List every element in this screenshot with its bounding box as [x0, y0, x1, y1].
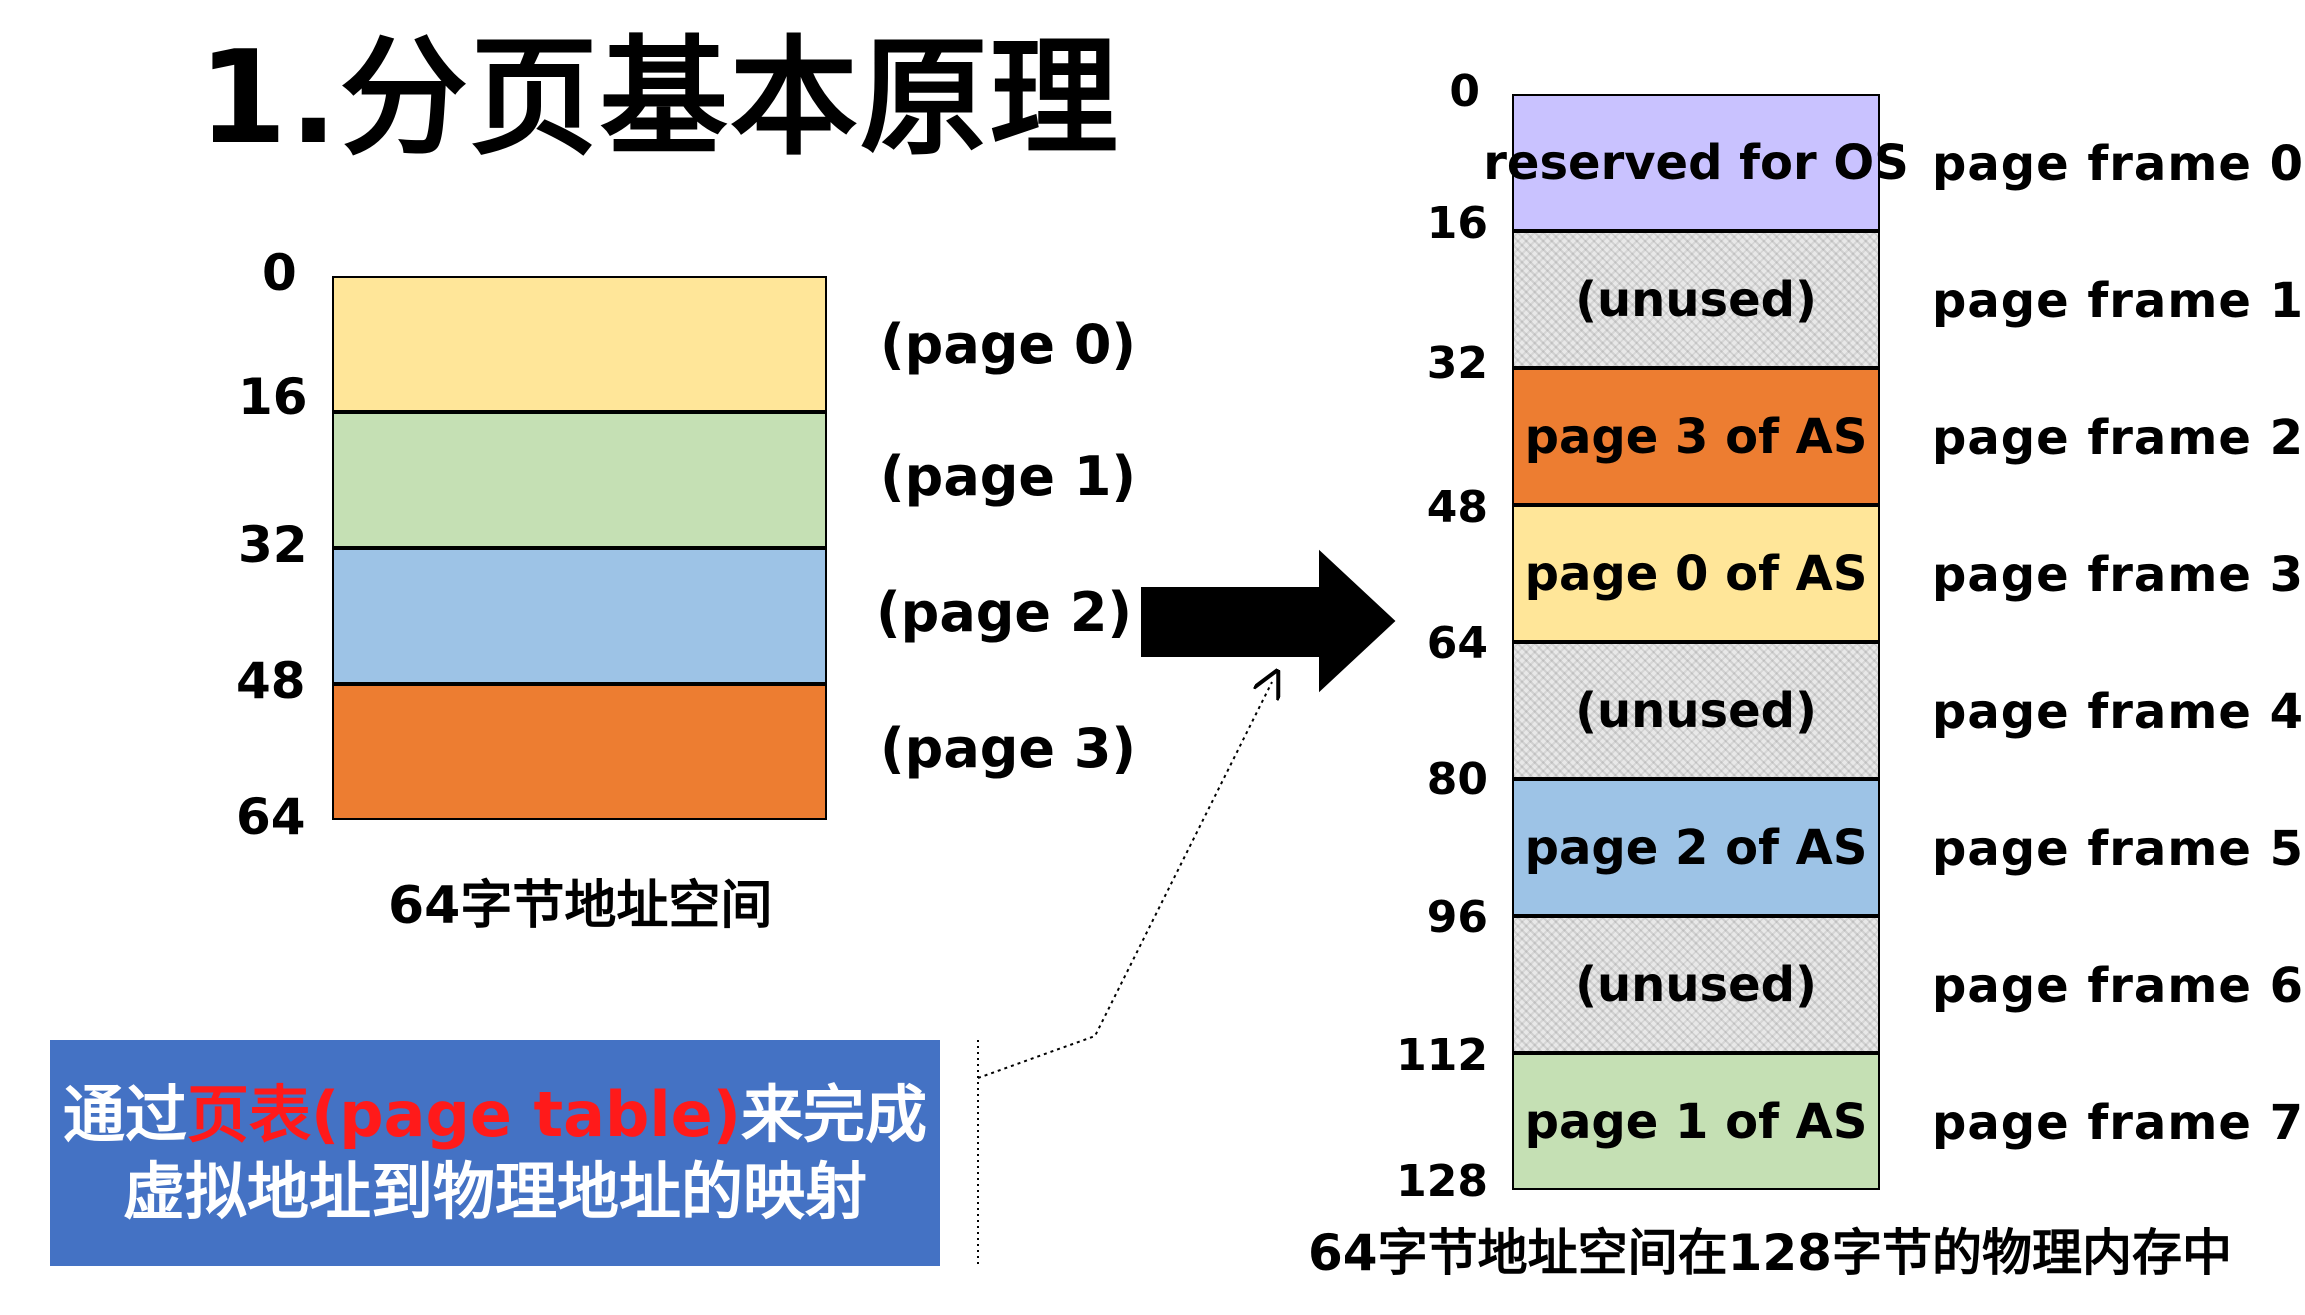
virtual-space-caption: 64字节地址空间 [388, 876, 773, 936]
frame-label-2: page frame 2 [1932, 410, 2304, 466]
physical-frame-6-content: (unused) [1575, 956, 1817, 1013]
physical-frame-1-content: (unused) [1575, 271, 1817, 328]
frame-label-1: page frame 1 [1932, 273, 2304, 329]
physical-frame-0-block: reserved for OS [1483, 94, 1909, 231]
physical-frame-2-content: page 3 of AS [1524, 408, 1868, 465]
virtual-page-3-label: (page 3) [880, 717, 1137, 780]
physical-tick-16: 16 [1426, 198, 1488, 249]
note-line-2: 虚拟地址到物理地址的映射 [122, 1155, 867, 1228]
frame-label-7: page frame 7 [1932, 1095, 2304, 1151]
frame-label-3: page frame 3 [1932, 547, 2304, 603]
physical-tick-128: 128 [1396, 1156, 1488, 1207]
virtual-tick-32: 32 [238, 516, 308, 574]
physical-frame-0-content: reserved for OS [1483, 134, 1909, 191]
virtual-page-2-label: (page 2) [876, 581, 1133, 644]
virtual-page-0-label: (page 0) [880, 313, 1137, 376]
virtual-page-0-block [332, 276, 827, 412]
physical-frame-5-block: page 2 of AS [1512, 779, 1880, 916]
frame-label-4: page frame 4 [1932, 684, 2304, 740]
physical-frame-7-content: page 1 of AS [1524, 1093, 1868, 1150]
physical-frame-1-block: (unused) [1512, 231, 1880, 368]
virtual-tick-48: 48 [236, 652, 306, 710]
virtual-tick-0: 0 [262, 244, 297, 302]
frame-label-0: page frame 0 [1932, 136, 2304, 192]
virtual-tick-64: 64 [236, 788, 306, 846]
note-prefix: 通过 [62, 1077, 187, 1151]
physical-memory-caption: 64字节地址空间在128字节的物理内存中 [1308, 1224, 2232, 1282]
virtual-page-1-block [332, 412, 827, 548]
physical-frame-6-block: (unused) [1512, 916, 1880, 1053]
virtual-page-1-label: (page 1) [880, 445, 1137, 508]
physical-tick-80: 80 [1426, 754, 1488, 805]
physical-tick-32: 32 [1426, 338, 1488, 389]
note-suffix: 来完成 [741, 1077, 928, 1151]
virtual-tick-16: 16 [238, 368, 308, 426]
physical-frame-5-content: page 2 of AS [1524, 819, 1868, 876]
virtual-page-2-block [332, 548, 827, 684]
note-highlight: 页表(page table) [186, 1077, 742, 1151]
physical-frame-2-block: page 3 of AS [1512, 368, 1880, 505]
mapping-arrow-icon [1141, 549, 1396, 693]
frame-label-6: page frame 6 [1932, 958, 2304, 1014]
physical-tick-0: 0 [1449, 66, 1480, 117]
physical-frame-3-content: page 0 of AS [1524, 545, 1868, 602]
physical-tick-112: 112 [1396, 1030, 1488, 1081]
physical-frame-3-block: page 0 of AS [1512, 505, 1880, 642]
slide-title: 1.分页基本原理 [198, 24, 1120, 173]
page-table-note: 通过页表(page table)来完成 虚拟地址到物理地址的映射 [50, 1040, 940, 1266]
physical-frame-4-content: (unused) [1575, 682, 1817, 739]
virtual-page-3-block [332, 684, 827, 820]
note-line-1: 通过页表(page table)来完成 [63, 1076, 927, 1154]
physical-frame-4-block: (unused) [1512, 642, 1880, 779]
frame-label-5: page frame 5 [1932, 821, 2304, 877]
physical-frame-7-block: page 1 of AS [1512, 1053, 1880, 1190]
physical-tick-64: 64 [1426, 618, 1488, 669]
physical-tick-48: 48 [1426, 482, 1488, 533]
physical-tick-96: 96 [1426, 892, 1488, 943]
